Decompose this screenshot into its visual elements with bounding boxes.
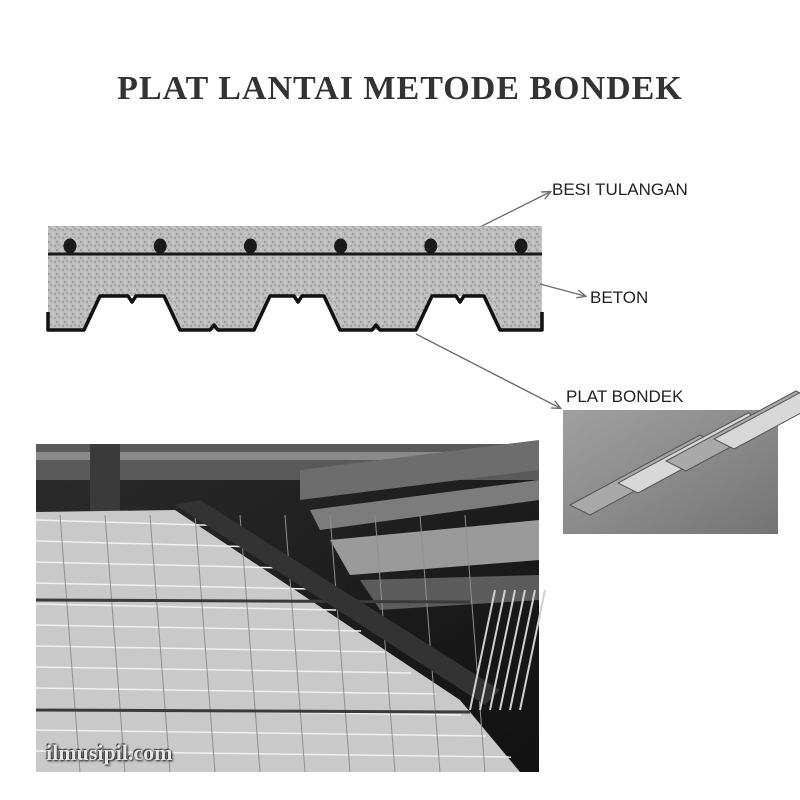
diagram-title: PLAT LANTAI METODE BONDEK	[117, 70, 683, 107]
deck-rib-line	[419, 514, 441, 773]
deck-line	[35, 540, 262, 548]
vertical-rebar	[519, 589, 546, 711]
deck-rib-line	[374, 514, 396, 773]
deck-rib-line	[104, 514, 126, 773]
vertical-rebar	[469, 589, 496, 711]
rebar-dot	[514, 238, 528, 254]
deck-line	[35, 666, 412, 674]
deck-rib-line	[239, 514, 261, 773]
label-beton: BETON	[590, 288, 649, 307]
deck-line	[35, 603, 337, 611]
deck-beam-line	[35, 598, 471, 604]
bondek-rib	[712, 392, 800, 450]
vertical-rebar	[499, 589, 526, 711]
deck-beam-line	[35, 708, 471, 714]
arrow-plat-bondek	[415, 333, 560, 408]
deck-line	[35, 519, 237, 527]
rebar-dot	[334, 238, 348, 254]
rebar-dot	[63, 238, 77, 254]
deck-rib-line	[464, 514, 486, 773]
bondek-sheet-photo	[563, 390, 800, 534]
deck-line	[35, 624, 362, 632]
arrow-besi-tulangan	[481, 192, 550, 227]
deck-rib-line	[59, 514, 81, 773]
deck-line	[35, 729, 487, 737]
arrow-beton	[539, 283, 585, 296]
label-plat-bondek: PLAT BONDEK	[566, 387, 684, 406]
vertical-rebar	[489, 589, 516, 711]
deck-line	[35, 582, 312, 590]
deck-rib-line	[194, 514, 216, 773]
label-besi-tulangan: BESI TULANGAN	[552, 180, 688, 199]
deck-line	[35, 687, 437, 695]
deck-line	[35, 645, 387, 653]
vertical-rebar	[479, 589, 506, 711]
steel-deck-profile	[46, 294, 544, 332]
concrete-section	[48, 226, 542, 330]
rebar-dot	[424, 238, 438, 254]
deck-rib-line	[149, 514, 171, 773]
watermark-text: ilmusipil.com	[46, 740, 173, 765]
rebar-dots	[63, 238, 528, 254]
rebar-dot	[243, 238, 257, 254]
construction-site-photo	[35, 440, 546, 773]
vertical-rebar	[509, 589, 536, 711]
deck-line	[35, 750, 512, 758]
rebar-dot	[153, 238, 167, 254]
deck-rib-line	[329, 514, 351, 773]
